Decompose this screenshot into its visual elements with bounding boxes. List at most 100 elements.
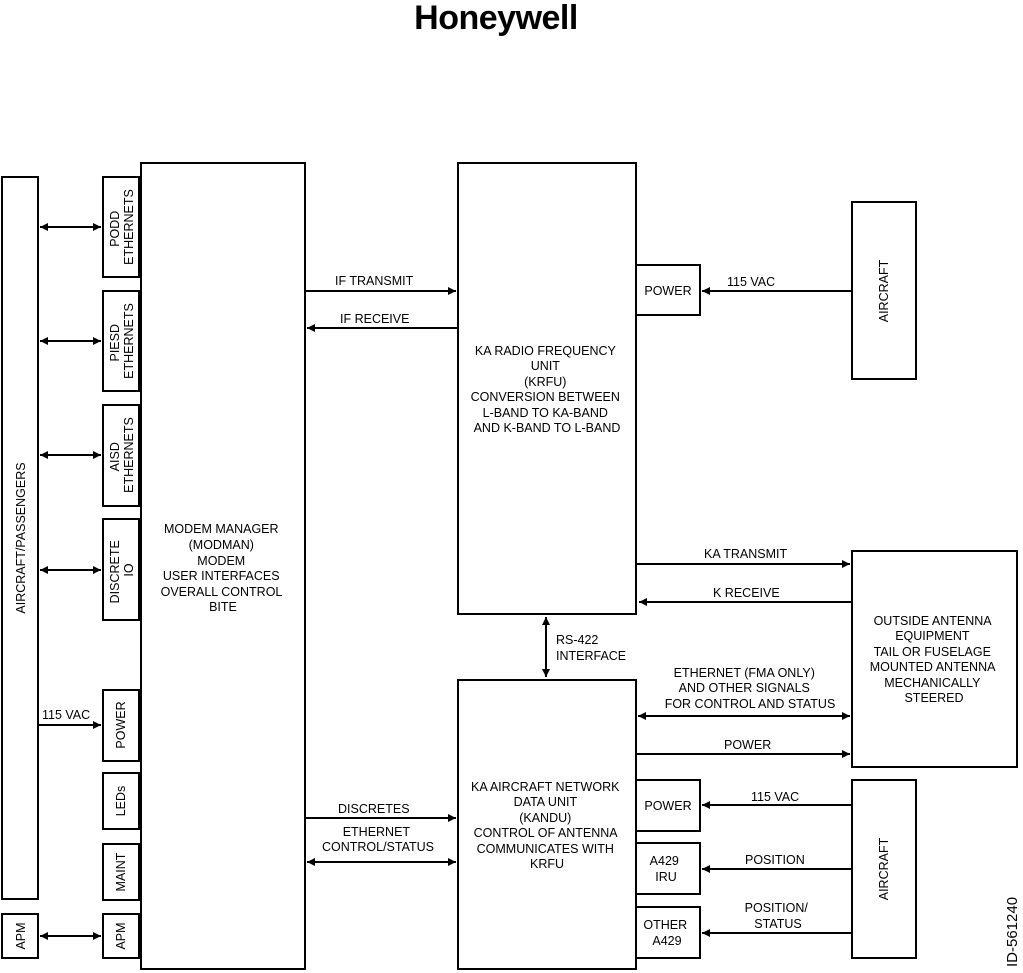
ethernet-signals-line-3: FOR CONTROL AND STATUS: [665, 697, 836, 711]
modman-box: [140, 162, 306, 970]
kandu-text: KA AIRCRAFT NETWORK DATA UNIT (KANDU) CO…: [471, 780, 623, 871]
power-antenna-label: POWER: [724, 738, 771, 752]
apm-right-box: [102, 913, 140, 959]
modman-line-5: OVERALL CONTROL: [161, 585, 283, 599]
position-label: POSITION: [745, 853, 805, 867]
krfu-line-3: (KRFU): [524, 375, 566, 389]
a429-iru-box: [635, 842, 701, 895]
position-status-line-2: STATUS: [754, 917, 801, 931]
aircraft-top-box: [851, 201, 917, 380]
k-receive-label: K RECEIVE: [713, 586, 780, 600]
modman-line-2: (MODMAN): [189, 538, 254, 552]
rs422-text: RS-422 INTERFACE: [556, 633, 626, 663]
aircraft-bottom-label: AIRCRAFT: [877, 837, 891, 900]
aisd-line-1: AISD: [108, 442, 122, 471]
krfu-line-6: AND K-BAND TO L-BAND: [474, 421, 621, 435]
antenna-box: [851, 550, 1018, 768]
maint-box: [102, 843, 140, 901]
krfu-power-box: [635, 264, 701, 316]
ethernet-signals-line-2: AND OTHER SIGNALS: [679, 681, 810, 695]
vac-bottom-label: 115 VAC: [751, 790, 799, 804]
aisd-ethernets-label: AISD ETHERNETS: [108, 417, 136, 493]
discrete-io-label: DISCRETE IO: [108, 537, 136, 604]
aisd-line-2: ETHERNETS: [122, 417, 136, 493]
podd-line-2: ETHERNETS: [122, 189, 136, 265]
rs422-line-2: INTERFACE: [556, 649, 626, 663]
ethernet-ctrl-line-1: ETHERNET: [343, 825, 411, 839]
doc-id: ID-561240: [1004, 897, 1021, 967]
antenna-line-6: STEERED: [904, 691, 963, 705]
other-a429-box: [635, 906, 701, 959]
ethernet-signals-line-1: ETHERNET (FMA ONLY): [674, 666, 815, 680]
leds-label: LEDs: [114, 786, 128, 817]
krfu-line-1: KA RADIO FREQUENCY: [475, 344, 617, 358]
discrete-line-1: DISCRETE: [108, 540, 122, 603]
kandu-line-4: CONTROL OF ANTENNA: [474, 826, 619, 840]
aircraft-top-label: AIRCRAFT: [877, 259, 891, 322]
vac-top-label: 115 VAC: [727, 275, 775, 289]
a429-iru-text: A429 IRU: [650, 854, 683, 884]
piesd-ethernets-label: PIESD ETHERNETS: [108, 303, 136, 379]
modman-line-1: MODEM MANAGER: [164, 522, 279, 536]
other-a429-text: OTHER A429: [643, 918, 690, 948]
kandu-line-6: KRFU: [530, 857, 564, 871]
ka-transmit-label: KA TRANSMIT: [704, 547, 787, 561]
antenna-text: OUTSIDE ANTENNA EQUIPMENT TAIL OR FUSELA…: [870, 614, 999, 705]
krfu-text: KA RADIO FREQUENCY UNIT (KRFU) CONVERSIO…: [471, 344, 624, 435]
if-transmit-label: IF TRANSMIT: [335, 274, 414, 288]
kandu-power-label: POWER: [644, 799, 691, 813]
kandu-line-3: (KANDU): [519, 811, 571, 825]
antenna-line-1: OUTSIDE ANTENNA: [874, 614, 993, 628]
apm-right-label: APM: [114, 922, 128, 949]
apm-left-box: [1, 913, 39, 959]
vac-left-label: 115 VAC: [42, 708, 90, 722]
position-status-text: POSITION/ STATUS: [745, 901, 812, 931]
aisd-ethernets-box: [102, 404, 140, 507]
discretes-label: DISCRETES: [338, 802, 410, 816]
krfu-power-label: POWER: [644, 284, 691, 298]
aircraft-passengers-label: AIRCRAFT/PASSENGERS: [14, 462, 28, 613]
honeywell-logo: Honeywell: [414, 0, 578, 37]
piesd-line-2: ETHERNETS: [122, 303, 136, 379]
ethernet-signals-text: ETHERNET (FMA ONLY) AND OTHER SIGNALS FO…: [665, 666, 836, 711]
maint-label: MAINT: [114, 852, 128, 891]
ethernet-ctrl-line-2: CONTROL/STATUS: [322, 840, 434, 854]
kandu-box: [457, 679, 637, 970]
kandu-line-1: KA AIRCRAFT NETWORK: [471, 780, 620, 794]
kandu-line-2: DATA UNIT: [514, 795, 578, 809]
piesd-ethernets-box: [102, 290, 140, 392]
krfu-line-4: CONVERSION BETWEEN: [471, 390, 620, 404]
kandu-line-5: COMMUNICATES WITH: [477, 842, 614, 856]
aircraft-bottom-box: [851, 779, 917, 959]
antenna-line-3: TAIL OR FUSELAGE: [874, 645, 991, 659]
power-port-label: POWER: [114, 701, 128, 748]
leds-box: [102, 772, 140, 830]
other-a429-line-1: OTHER: [643, 918, 687, 932]
aircraft-passengers-bus: [1, 176, 39, 900]
krfu-line-2: UNIT: [531, 359, 561, 373]
rs422-line-1: RS-422: [556, 633, 598, 647]
antenna-line-2: EQUIPMENT: [895, 629, 970, 643]
other-a429-line-2: A429: [652, 934, 681, 948]
kandu-power-box: [635, 779, 701, 832]
a429-iru-line-1: A429: [650, 854, 679, 868]
krfu-box: [457, 162, 637, 615]
modman-line-6: BITE: [209, 600, 237, 614]
piesd-line-1: PIESD: [108, 324, 122, 362]
discrete-io-box: [102, 518, 140, 621]
podd-line-1: PODD: [108, 211, 122, 247]
modman-text: MODEM MANAGER (MODMAN) MODEM USER INTERF…: [161, 522, 286, 614]
if-receive-label: IF RECEIVE: [340, 312, 409, 326]
antenna-line-4: MOUNTED ANTENNA: [870, 660, 996, 674]
discrete-line-2: IO: [122, 563, 136, 576]
antenna-line-5: MECHANICALLY: [884, 676, 981, 690]
modman-line-4: USER INTERFACES: [163, 569, 280, 583]
modman-line-3: MODEM: [197, 554, 245, 568]
power-port-box: [102, 689, 140, 762]
position-status-line-1: POSITION/: [745, 901, 809, 915]
apm-left-label: APM: [14, 922, 28, 949]
podd-ethernets-box: [102, 176, 140, 278]
krfu-line-5: L-BAND TO KA-BAND: [483, 406, 608, 420]
podd-ethernets-label: PODD ETHERNETS: [108, 189, 136, 265]
